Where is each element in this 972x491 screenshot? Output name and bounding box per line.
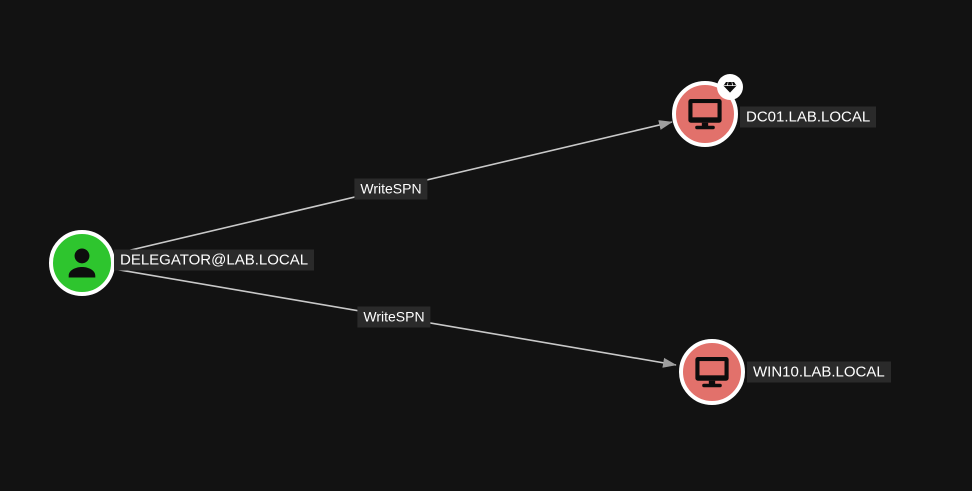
user-icon [68,248,96,278]
node-computer-win10[interactable] [679,339,745,405]
edge-label-writespn-win10[interactable]: WriteSPN [357,306,431,328]
node-computer-dc01[interactable] [672,74,743,147]
high-value-badge [717,74,743,100]
node-label-dc01[interactable]: DC01.LAB.LOCAL [740,106,877,128]
node-label-delegator[interactable]: DELEGATOR@LAB.LOCAL [114,249,315,271]
gem-icon [723,82,737,93]
computer-icon [695,356,729,388]
edge-label-writespn-dc01[interactable]: WriteSPN [354,178,428,200]
node-label-win10[interactable]: WIN10.LAB.LOCAL [747,361,891,383]
computer-icon [688,98,722,130]
node-user-delegator[interactable] [49,230,115,296]
